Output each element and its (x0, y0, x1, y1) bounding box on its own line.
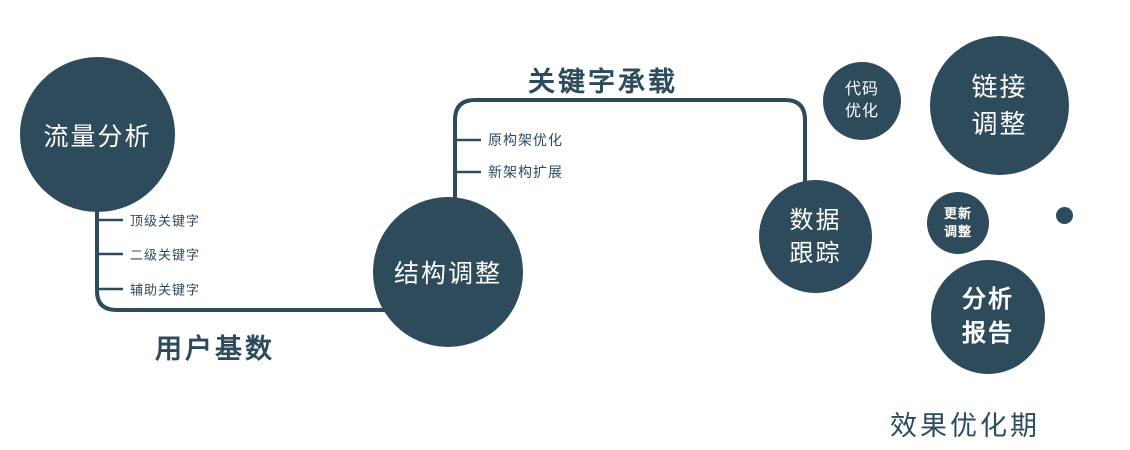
node-link-adjustment-line2: 调整 (971, 108, 1028, 139)
edge-label-user-base: 用户基数 (155, 334, 275, 364)
branch-label-original-architecture: 原构架优化 (488, 132, 563, 148)
branch-label-auxiliary-keywords: 辅助关键字 (130, 282, 201, 298)
node-analysis-report-line2: 报告 (962, 320, 1014, 347)
node-analysis-report-line1: 分析 (962, 286, 1014, 313)
node-link-adjustment: 链接 调整 (930, 36, 1069, 175)
node-update-adjustment-line2: 调整 (943, 224, 972, 239)
node-structure-adjustment-label: 结构调整 (393, 260, 502, 288)
node-code-optimization: 代码 优化 (823, 62, 901, 140)
node-update-adjustment: 更新 调整 (927, 192, 989, 254)
node-data-tracking-line1: 数据 (789, 206, 842, 234)
node-link-adjustment-line1: 链接 (971, 71, 1028, 102)
node-data-tracking: 数据 跟踪 (759, 180, 872, 293)
node-data-tracking-line2: 跟踪 (789, 239, 842, 267)
bullet-dot (1056, 207, 1073, 224)
node-traffic-analysis-label: 流量分析 (43, 122, 152, 151)
node-code-optimization-line2: 优化 (844, 103, 879, 120)
node-code-optimization-line1: 代码 (844, 81, 879, 98)
node-update-adjustment-line1: 更新 (943, 206, 972, 221)
node-structure-adjustment: 结构调整 (373, 197, 523, 347)
edge-label-keyword-load: 关键字承载 (528, 67, 678, 97)
node-traffic-analysis: 流量分析 (20, 57, 175, 212)
connector-structure-to-tracking (453, 98, 807, 210)
node-analysis-report: 分析 报告 (931, 260, 1045, 374)
connector-traffic-to-structure (95, 200, 395, 312)
caption-effect-optimization-period: 效果优化期 (890, 411, 1040, 441)
branch-label-top-keywords: 顶级关键字 (130, 213, 201, 229)
branch-label-new-architecture: 新架构扩展 (488, 164, 563, 180)
branch-label-secondary-keywords: 二级关键字 (130, 247, 201, 263)
